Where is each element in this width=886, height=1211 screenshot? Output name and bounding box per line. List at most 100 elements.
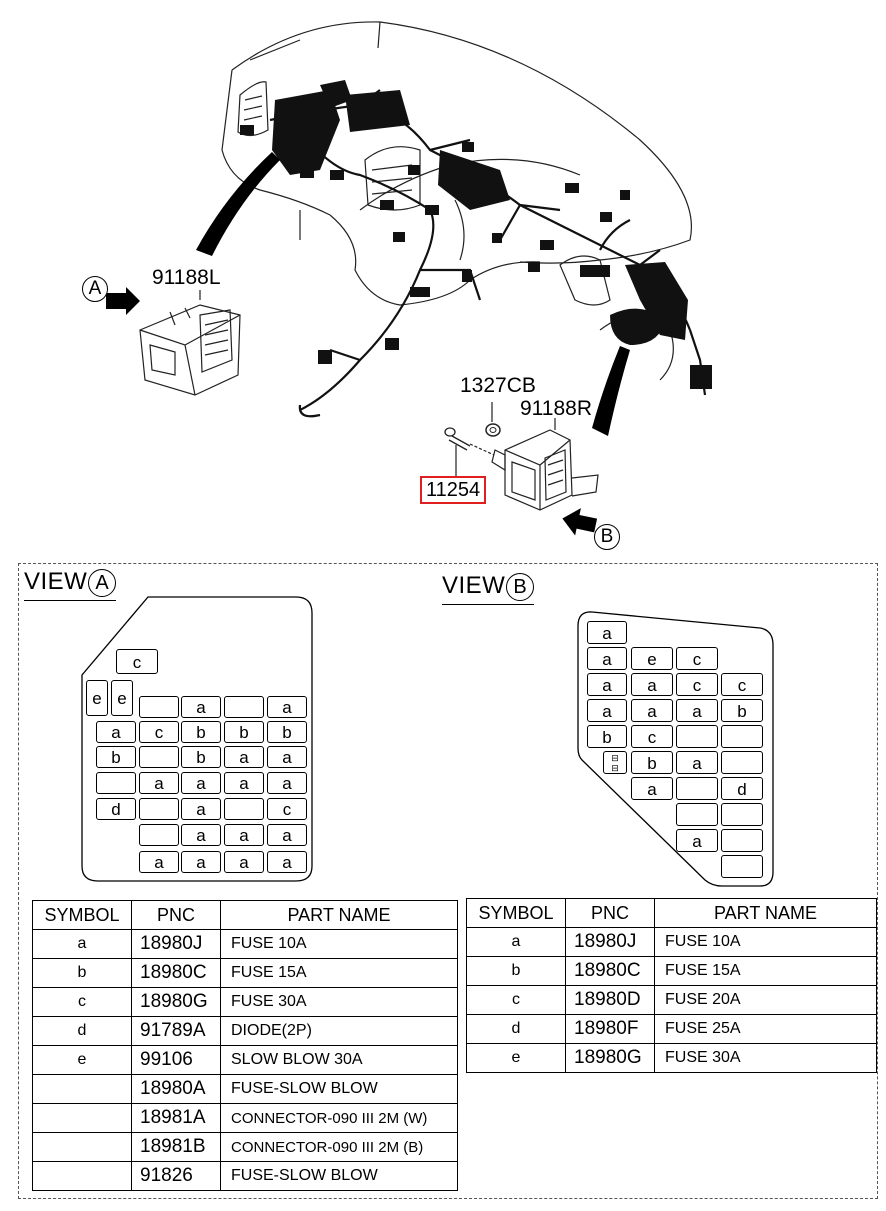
fuse-slot — [721, 725, 763, 748]
part-name-cell: DIODE(2P) — [220, 1016, 458, 1046]
table-row: e 99106 SLOW BLOW 30A — [32, 1045, 458, 1075]
pnc-cell: 18980G — [565, 1043, 655, 1073]
part-name-cell: FUSE 15A — [654, 956, 877, 986]
fuse-slot: c — [676, 673, 718, 696]
fuse-slot: a — [96, 721, 136, 743]
symbol-cell — [32, 1103, 132, 1133]
view-b-box-outline — [577, 611, 774, 887]
fuse-slot: b — [267, 721, 307, 743]
fuse-slot — [676, 777, 718, 800]
pnc-cell: 18980J — [565, 927, 655, 957]
fuse-slot — [224, 798, 264, 820]
symbol-cell: d — [466, 1014, 566, 1044]
part-name-cell: FUSE 15A — [220, 958, 458, 988]
part-name-cell: FUSE 20A — [654, 985, 877, 1015]
fuse-slot — [224, 696, 264, 718]
symbol-cell: e — [32, 1045, 132, 1075]
fuse-slot — [721, 751, 763, 774]
pnc-cell: 18980J — [131, 929, 221, 959]
pnc-cell: 18980G — [131, 987, 221, 1017]
pnc-cell: 18980D — [565, 985, 655, 1015]
part-name-cell: FUSE-SLOW BLOW — [220, 1074, 458, 1104]
fuse-slot: b — [181, 721, 221, 743]
fuse-slot: a — [676, 699, 718, 722]
table-row: 18981A CONNECTOR-090 III 2M (W) — [32, 1103, 458, 1133]
header-pnc: PNC — [131, 900, 221, 930]
table-row: a 18980J FUSE 10A — [466, 927, 877, 957]
fuse-slot: b — [631, 751, 673, 774]
table-row: d 91789A DIODE(2P) — [32, 1016, 458, 1046]
fuse-slot: a — [139, 851, 179, 873]
header-pnc: PNC — [565, 898, 655, 928]
fuse-slot: a — [587, 647, 627, 670]
fuse-slot: a — [181, 824, 221, 846]
symbol-cell — [32, 1074, 132, 1104]
view-a-parts-table: SYMBOL PNC PART NAME a 18980J FUSE 10A b… — [32, 900, 458, 1191]
fuse-slot: a — [587, 673, 627, 696]
table-row: 18981B CONNECTOR-090 III 2M (B) — [32, 1132, 458, 1162]
fuse-slot: a — [587, 699, 627, 722]
fuse-slot: a — [631, 777, 673, 800]
fuse-slot — [139, 824, 179, 846]
fuse-puller-icon: ⊟⊟ — [603, 751, 627, 774]
part-name-cell: FUSE-SLOW BLOW — [220, 1161, 458, 1191]
fuse-slot: b — [224, 721, 264, 743]
symbol-cell — [32, 1132, 132, 1162]
view-b-marker: B — [594, 524, 620, 550]
table-row: a 18980J FUSE 10A — [32, 929, 458, 959]
fuse-slot: a — [224, 851, 264, 873]
table-row: e 18980G FUSE 30A — [466, 1043, 877, 1073]
view-b-title-circle: B — [506, 572, 535, 601]
fuse-slot: a — [224, 824, 264, 846]
part-label-11254-highlighted[interactable]: 11254 — [420, 476, 487, 504]
table-row: b 18980C FUSE 15A — [466, 956, 877, 986]
pnc-cell: 18981B — [131, 1132, 221, 1162]
pnc-cell: 18980F — [565, 1014, 655, 1044]
pnc-cell: 18980C — [565, 956, 655, 986]
fuse-slot — [721, 829, 763, 852]
view-b-title-text: VIEW — [442, 572, 506, 599]
part-name-cell: CONNECTOR-090 III 2M (B) — [220, 1132, 458, 1162]
pnc-cell: 91826 — [131, 1161, 221, 1191]
fuse-slot: c — [116, 649, 158, 674]
part-label-1327CB: 1327CB — [460, 374, 536, 397]
fuse-slot — [139, 798, 179, 820]
fuse-slot: a — [676, 829, 718, 852]
fuse-slot: c — [631, 725, 673, 748]
fuse-slot: d — [721, 777, 763, 800]
fuse-slot: a — [267, 746, 307, 768]
header-symbol: SYMBOL — [32, 900, 132, 930]
fuse-slot — [96, 772, 136, 794]
part-name-cell: FUSE 30A — [654, 1043, 877, 1073]
symbol-cell: e — [466, 1043, 566, 1073]
fuse-slot: a — [267, 772, 307, 794]
fuse-slot: a — [181, 696, 221, 718]
fuse-slot: a — [139, 772, 179, 794]
symbol-cell: b — [466, 956, 566, 986]
fuse-slot — [139, 746, 179, 768]
symbol-cell: c — [32, 987, 132, 1017]
fuse-slot: a — [267, 696, 307, 718]
fuse-slot — [676, 803, 718, 826]
part-name-cell: FUSE 30A — [220, 987, 458, 1017]
table-row: b 18980C FUSE 15A — [32, 958, 458, 988]
part-name-cell: FUSE 25A — [654, 1014, 877, 1044]
part-name-cell: CONNECTOR-090 III 2M (W) — [220, 1103, 458, 1133]
wiring-assembly-drawing — [106, 21, 712, 536]
part-name-cell: FUSE 10A — [654, 927, 877, 957]
fuse-slot: c — [267, 798, 307, 820]
header-symbol: SYMBOL — [466, 898, 566, 928]
fuse-slot: e — [86, 680, 108, 716]
fuse-slot: b — [96, 746, 136, 768]
fuse-slot: a — [181, 798, 221, 820]
fuse-slot: e — [631, 647, 673, 670]
table-row: c 18980D FUSE 20A — [466, 985, 877, 1015]
pnc-cell: 18980C — [131, 958, 221, 988]
view-b-parts-table: SYMBOL PNC PART NAME a 18980J FUSE 10A b… — [466, 898, 877, 1073]
view-a-title-circle: A — [88, 568, 117, 597]
fuse-slot: a — [676, 751, 718, 774]
symbol-cell: c — [466, 985, 566, 1015]
